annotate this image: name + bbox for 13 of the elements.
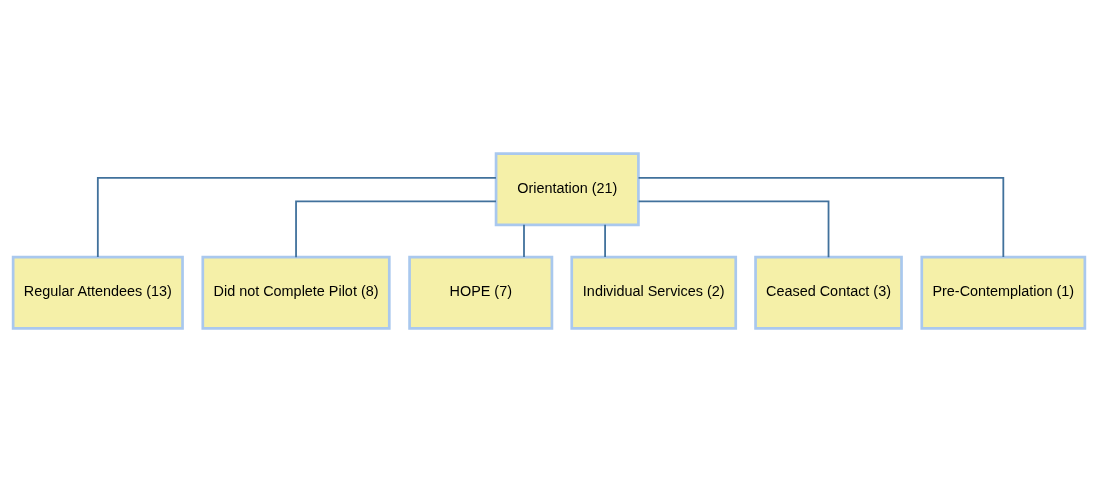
node-box: Individual Services (2) — [570, 255, 738, 330]
connector — [604, 223, 606, 258]
connector — [523, 223, 525, 258]
connector — [295, 199, 497, 258]
node-box: Orientation (21) — [494, 151, 640, 226]
node-box: Did not Complete Pilot (8) — [201, 255, 391, 330]
node-box: Pre-Contemplation (1) — [920, 255, 1087, 330]
connector — [96, 176, 497, 258]
node-box: Ceased Contact (3) — [754, 255, 903, 330]
connector — [637, 199, 830, 258]
node-box: HOPE (7) — [408, 255, 554, 330]
node-box: Regular Attendees (13) — [11, 255, 184, 330]
connector — [637, 176, 1005, 258]
